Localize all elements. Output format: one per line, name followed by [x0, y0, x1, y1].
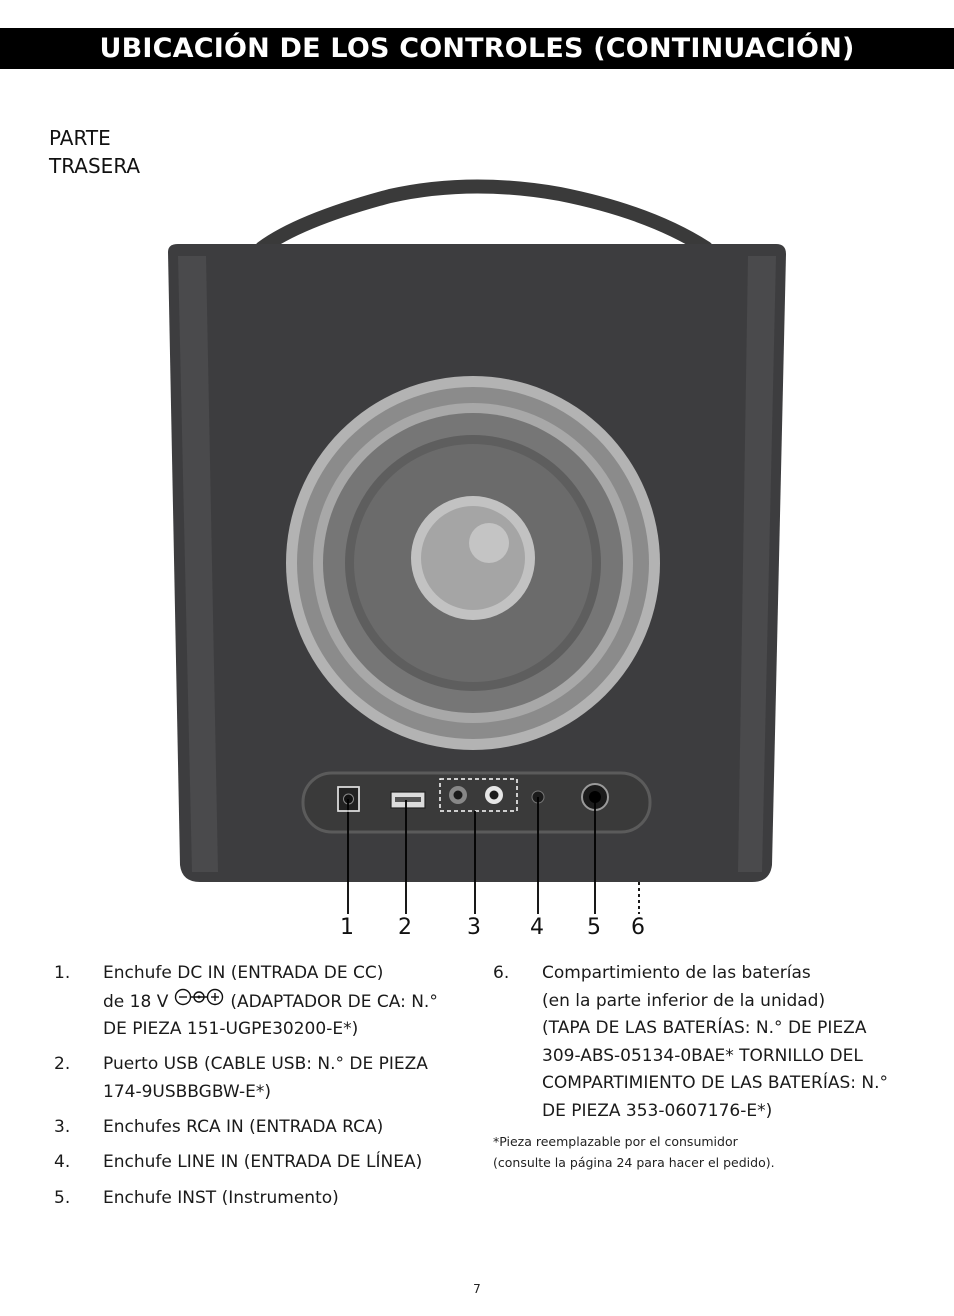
- controls-list-right: 6. Compartimiento de las baterías (en la…: [493, 963, 889, 1121]
- callout-2: 2: [398, 915, 412, 940]
- section-label: PARTE TRASERA: [49, 124, 140, 180]
- page-title: UBICACIÓN DE LOS CONTROLES (CONTINUACIÓN…: [99, 33, 855, 64]
- callout-4: 4: [530, 915, 544, 940]
- footnote: *Pieza reemplazable por el consumidor (c…: [493, 1134, 775, 1170]
- callout-5: 5: [587, 915, 601, 940]
- dc-polarity-icon: [174, 988, 224, 1016]
- callout-6: 6: [631, 915, 645, 940]
- section-label-line2: TRASERA: [49, 154, 141, 178]
- handle: [255, 179, 713, 255]
- callout-3: 3: [467, 915, 481, 940]
- section-label-line1: PARTE: [49, 126, 111, 150]
- speaker-rear-diagram: [168, 179, 786, 914]
- callout-1: 1: [340, 915, 354, 940]
- callout-leaders: [347, 797, 596, 914]
- controls-list-left: 1. Enchufe DC IN (ENTRADA DE CC) de 18 V…: [54, 960, 484, 1220]
- page-number: 7: [473, 1282, 481, 1296]
- item-number: 1.: [54, 963, 71, 983]
- rca-group-box: [439, 778, 518, 812]
- connector-panel: [301, 771, 652, 834]
- title-bar: UBICACIÓN DE LOS CONTROLES (CONTINUACIÓN…: [0, 28, 954, 69]
